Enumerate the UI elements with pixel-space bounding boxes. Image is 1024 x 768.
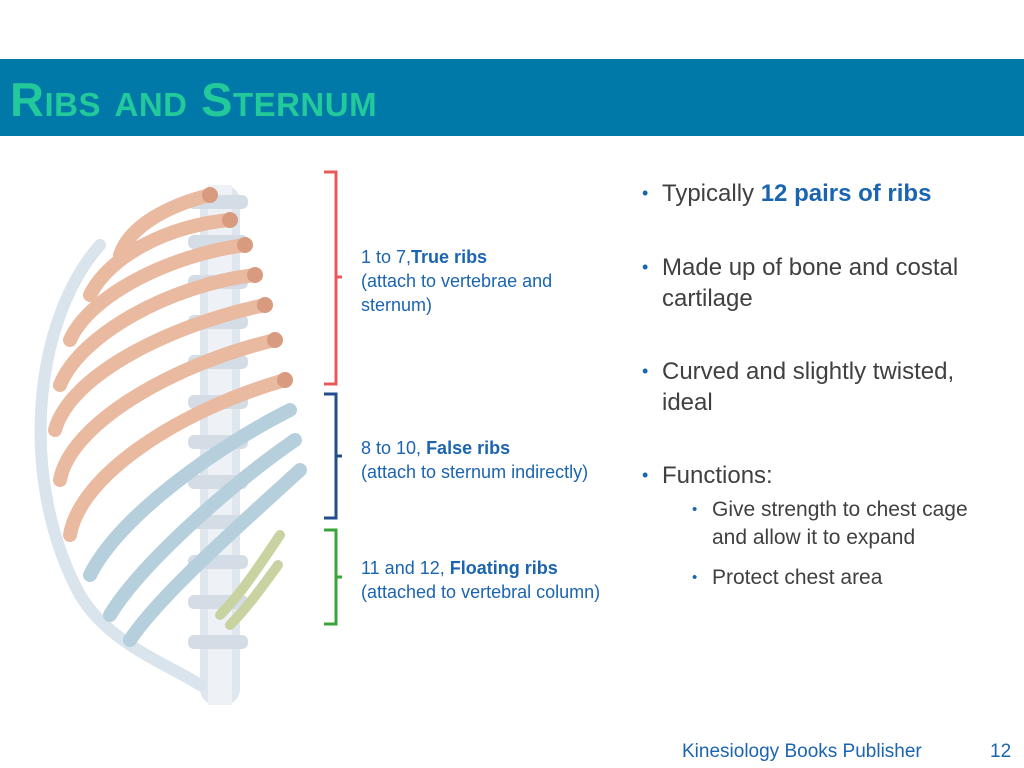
title-bar: Ribs and Sternum [0,59,1024,136]
floating-ribs-brace [324,528,342,626]
bullet-item: • Made up of bone and costal cartilage [636,252,996,314]
false-ribs-brace [324,392,342,520]
sub-bullet-text: Protect chest area [712,566,883,589]
floating-ribs-term: Floating ribs [449,558,558,578]
false-ribs-prefix: 8 to 10, [361,438,427,458]
true-ribs-label: 1 to 7,True ribs (attach to vertebrae an… [361,245,601,317]
bullet-dot-icon: • [642,361,649,381]
bullet-text: Functions: [662,462,773,489]
false-ribs-desc: (attach to sternum indirectly) [361,462,589,482]
slide-title: Ribs and Sternum [10,73,378,126]
floating-ribs-prefix: 11 and 12, [361,558,450,578]
floating-ribs-desc: (attached to vertebral column) [361,582,601,602]
sub-bullet-dot-icon: • [692,569,698,586]
true-ribs-desc: (attach to vertebrae and sternum) [361,271,553,315]
bullet-dot-icon: • [642,257,649,277]
sub-bullet-item: • Give strength to chest cage and allow … [692,496,992,552]
true-ribs-term: True ribs [411,247,488,267]
bullet-item: • Functions: [636,460,996,491]
sub-bullet-text: Give strength to chest cage and allow it… [712,498,968,549]
bullet-dot-icon: • [642,465,649,485]
bullet-text: Curved and slightly twisted, ideal [662,358,955,416]
bullet-item: • Typically 12 pairs of ribs [636,178,996,209]
false-ribs [83,403,307,647]
true-rib-ends [202,187,293,388]
false-ribs-label: 8 to 10, False ribs (attach to sternum i… [361,436,601,484]
sub-bullet-dot-icon: • [692,501,698,518]
floating-ribs-label: 11 and 12, Floating ribs (attached to ve… [361,556,601,604]
true-ribs-brace [324,170,342,386]
false-ribs-term: False ribs [426,438,511,458]
sub-bullet-item: • Protect chest area [692,564,992,592]
costal-cartilage-outline [34,239,206,691]
bullet-dot-icon: • [642,183,649,203]
page-number: 12 [990,741,1012,762]
true-ribs [48,188,292,542]
publisher-footer: Kinesiology Books Publisher [682,741,922,762]
true-ribs-prefix: 1 to 7, [361,247,412,267]
bullet-text: Typically [662,180,761,207]
bullet-item: • Curved and slightly twisted, ideal [636,356,996,418]
bullet-text: Made up of bone and costal cartilage [662,254,959,312]
bullet-emphasis: 12 pairs of ribs [760,180,932,207]
rib-cage-illustration [34,185,307,705]
floating-ribs [215,530,285,630]
